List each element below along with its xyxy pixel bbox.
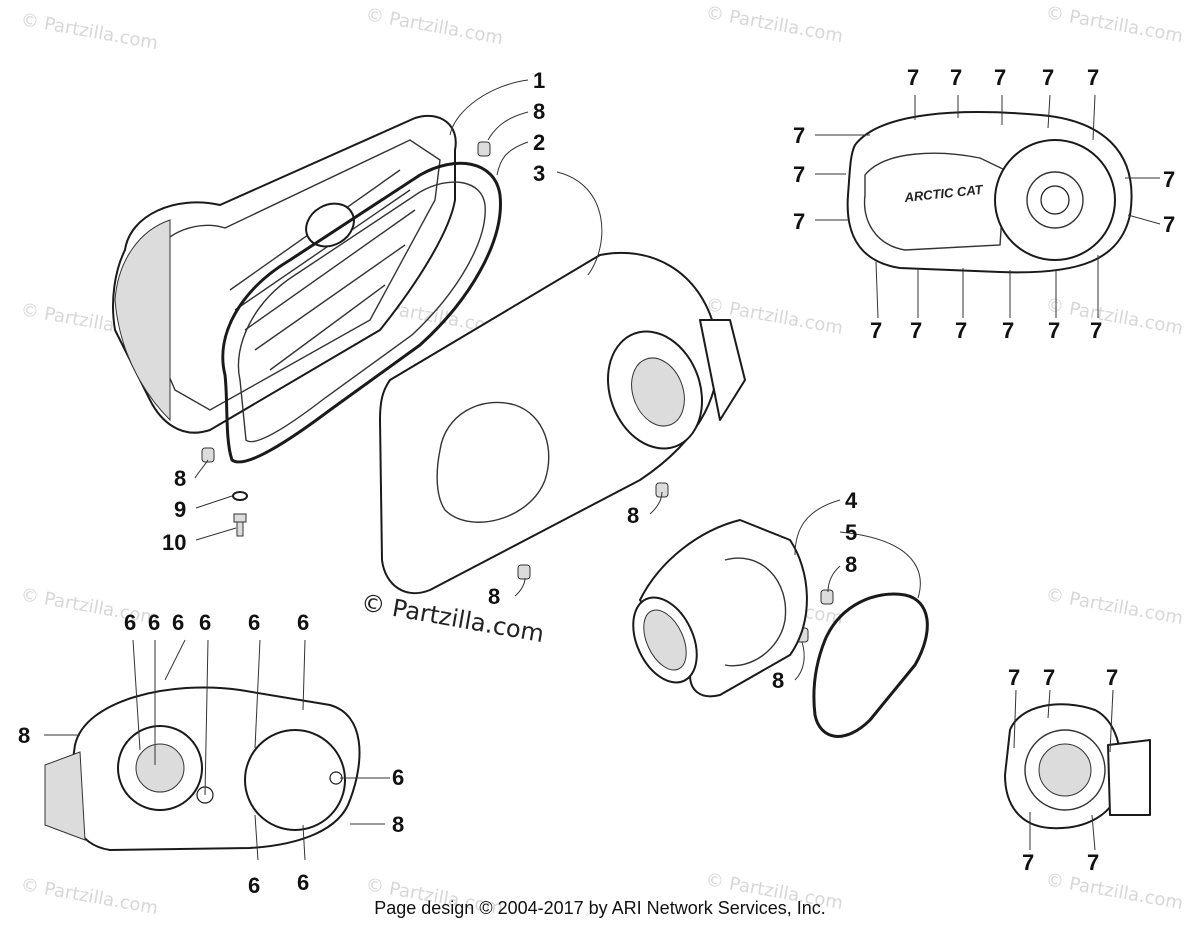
callout-6: 6 bbox=[297, 870, 309, 895]
watermark: © Partzilla.com bbox=[1044, 294, 1184, 339]
callout-8: 8 bbox=[845, 552, 857, 577]
callout-7: 7 bbox=[955, 318, 967, 343]
watermark: © Partzilla.com bbox=[19, 9, 159, 54]
callout-6: 6 bbox=[392, 765, 404, 790]
callout-6: 6 bbox=[297, 610, 309, 635]
callout-6: 6 bbox=[124, 610, 136, 635]
washer-and-bolt bbox=[232, 491, 248, 537]
leader-lines bbox=[44, 79, 1161, 861]
intake-housing-rear-view bbox=[1004, 703, 1151, 830]
callout-8: 8 bbox=[174, 466, 186, 491]
callout-8: 8 bbox=[488, 584, 500, 609]
callout-7: 7 bbox=[1043, 665, 1055, 690]
callout-4: 4 bbox=[845, 488, 858, 513]
callout-7: 7 bbox=[950, 65, 962, 90]
callout-9: 9 bbox=[174, 497, 186, 522]
callout-7: 7 bbox=[793, 162, 805, 187]
callout-7: 7 bbox=[793, 209, 805, 234]
watermark: © Partzilla.com bbox=[364, 4, 504, 49]
center-watermark: © Partzilla.com bbox=[359, 588, 546, 648]
outer-clutch-cover bbox=[112, 114, 457, 434]
callout-2: 2 bbox=[533, 130, 545, 155]
callout-7: 7 bbox=[994, 65, 1006, 90]
callout-6: 6 bbox=[199, 610, 211, 635]
callout-8: 8 bbox=[627, 503, 639, 528]
callout-7: 7 bbox=[1008, 665, 1020, 690]
callout-8: 8 bbox=[392, 812, 404, 837]
cover-gasket-inner bbox=[237, 181, 486, 443]
callout-1: 1 bbox=[533, 68, 545, 93]
callout-7: 7 bbox=[793, 123, 805, 148]
callout-7: 7 bbox=[1163, 167, 1175, 192]
watermark: © Partzilla.com bbox=[1044, 584, 1184, 629]
callout-7: 7 bbox=[1106, 665, 1118, 690]
callout-8: 8 bbox=[772, 668, 784, 693]
callout-7: 7 bbox=[910, 318, 922, 343]
cover-gasket bbox=[221, 161, 502, 464]
watermark: © Partzilla.com bbox=[1044, 2, 1184, 47]
callout-7: 7 bbox=[1022, 850, 1034, 875]
callout-7: 7 bbox=[870, 318, 882, 343]
callout-6: 6 bbox=[248, 873, 260, 898]
page-footer: Page design © 2004-2017 by ARI Network S… bbox=[374, 898, 826, 918]
callout-8: 8 bbox=[18, 723, 30, 748]
callout-10: 10 bbox=[162, 530, 186, 555]
inner-clutch-cover bbox=[379, 251, 746, 595]
inner-cover-rear-view bbox=[44, 686, 361, 851]
callout-6: 6 bbox=[172, 610, 184, 635]
callout-6: 6 bbox=[248, 610, 260, 635]
housing-gasket bbox=[812, 592, 929, 738]
callout-6: 6 bbox=[148, 610, 160, 635]
callout-5: 5 bbox=[845, 520, 857, 545]
callout-7: 7 bbox=[1087, 65, 1099, 90]
assembled-outer-cover: ARCTIC CAT bbox=[846, 111, 1133, 274]
callout-7: 7 bbox=[1048, 318, 1060, 343]
callout-3: 3 bbox=[533, 161, 545, 186]
callout-7: 7 bbox=[1163, 212, 1175, 237]
watermark: © Partzilla.com bbox=[19, 584, 159, 629]
callout-7: 7 bbox=[1002, 318, 1014, 343]
callout-7: 7 bbox=[1090, 318, 1102, 343]
callout-8: 8 bbox=[533, 99, 545, 124]
callout-7: 7 bbox=[907, 65, 919, 90]
callout-7: 7 bbox=[1042, 65, 1054, 90]
watermark: © Partzilla.com bbox=[704, 2, 844, 47]
callout-labels: 1 8 2 3 8 9 10 8 8 4 5 8 8 8 8 6 6 6 6 6… bbox=[18, 65, 1175, 898]
air-intake-housing bbox=[632, 519, 808, 698]
callout-7: 7 bbox=[1087, 850, 1099, 875]
